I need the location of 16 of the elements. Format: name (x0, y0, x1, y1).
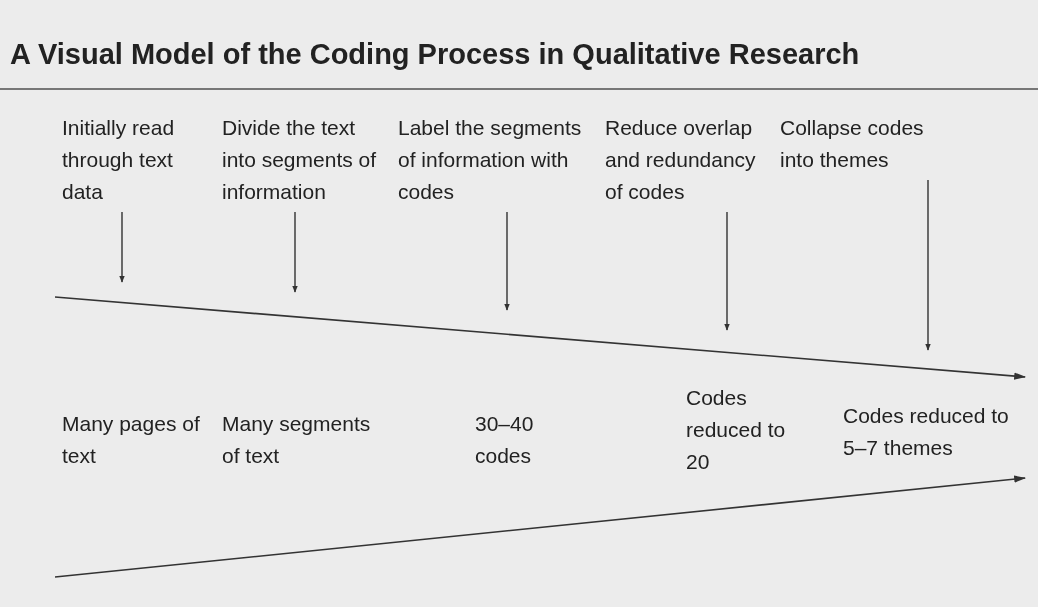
stage-label: 30–40 codes (475, 411, 535, 469)
step-text: Reduce overlap and redundancy of codes (605, 112, 765, 208)
arrow (504, 211, 510, 311)
arrow (925, 179, 931, 351)
step-text: Initially read through text data (62, 112, 212, 208)
stage-label: Codes reduced to 5–7 themes (843, 403, 1010, 461)
step-text: Collapse codes into themes (780, 112, 945, 176)
stage-label: Many pages of text (62, 411, 201, 469)
arrow (724, 211, 730, 331)
arrow (119, 211, 125, 283)
figure-title: A Visual Model of the Coding Process in Qualitative Research (10, 38, 860, 71)
step-text: Label the segments of information with codes (398, 112, 593, 208)
step-text: Divide the text into segments of information (222, 112, 387, 208)
stage-label: Codes reduced to 20 (686, 385, 787, 475)
arrow (292, 211, 298, 293)
stage-label: Many segments of text (222, 411, 372, 469)
